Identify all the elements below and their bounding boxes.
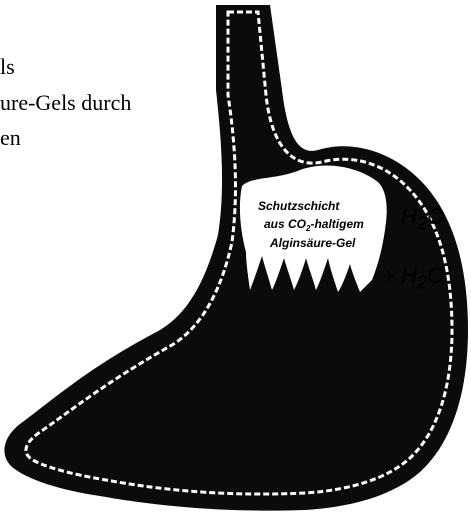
formula-1: H2O bbox=[401, 204, 444, 234]
stomach-outline bbox=[4, 5, 468, 511]
gel-label-line-2: aus CO2-haltigem bbox=[264, 217, 364, 233]
gel-label-line-3: Alginsäure-Gel bbox=[269, 236, 356, 250]
formula-2: + H2O bbox=[382, 263, 444, 293]
gel-label-line-1: Schutzschicht bbox=[258, 199, 340, 213]
